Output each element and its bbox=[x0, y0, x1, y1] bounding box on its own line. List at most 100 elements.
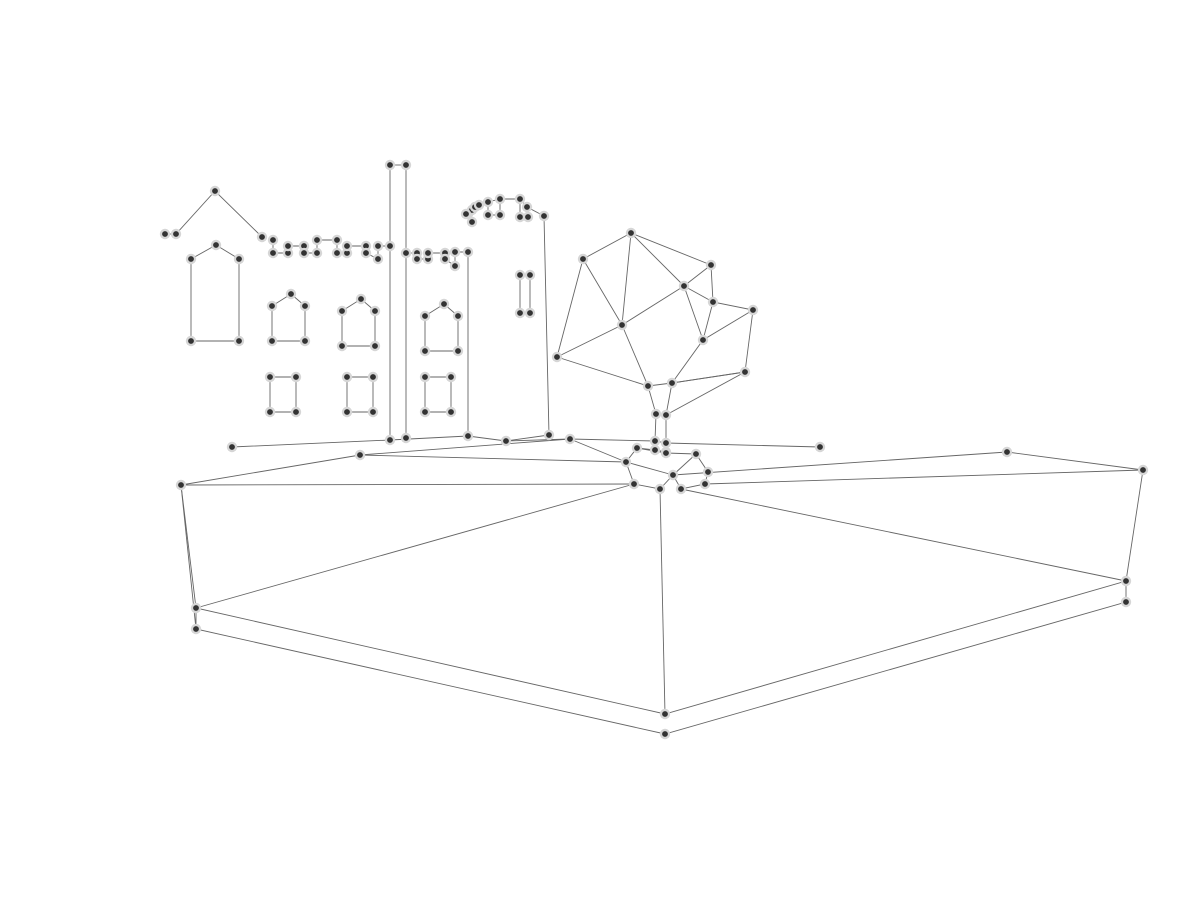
graph-node bbox=[620, 456, 632, 468]
graph-node bbox=[642, 380, 654, 392]
graph-node bbox=[482, 209, 494, 221]
graph-node bbox=[521, 201, 533, 213]
graph-node bbox=[384, 434, 396, 446]
graph-node bbox=[331, 234, 343, 246]
graph-node bbox=[170, 228, 182, 240]
graph-node bbox=[445, 371, 457, 383]
graph-edge bbox=[269, 376, 297, 413]
graph-node bbox=[299, 300, 311, 312]
graph-node bbox=[267, 247, 279, 259]
graph-node bbox=[311, 247, 323, 259]
graph-node bbox=[256, 231, 268, 243]
graph-node bbox=[422, 247, 434, 259]
graph-node bbox=[298, 247, 310, 259]
graph-node bbox=[628, 478, 640, 490]
graph-node bbox=[185, 253, 197, 265]
graph-node bbox=[1120, 596, 1132, 608]
graph-edge bbox=[424, 303, 459, 352]
graph-node bbox=[524, 307, 536, 319]
graph-node bbox=[210, 239, 222, 251]
graph-node bbox=[267, 234, 279, 246]
graph-node bbox=[678, 280, 690, 292]
graph-edge bbox=[180, 483, 635, 486]
graph-nodes bbox=[159, 159, 1149, 740]
graph-node bbox=[524, 269, 536, 281]
graph-node bbox=[159, 228, 171, 240]
graph-edge bbox=[359, 438, 571, 456]
graph-edge bbox=[271, 293, 306, 342]
graph-edge bbox=[424, 376, 452, 413]
graph-edge bbox=[625, 461, 674, 476]
graph-node bbox=[551, 351, 563, 363]
graph-node bbox=[400, 432, 412, 444]
graph-node bbox=[311, 234, 323, 246]
graph-edge bbox=[630, 232, 712, 287]
graph-node bbox=[1137, 464, 1149, 476]
graph-node bbox=[747, 304, 759, 316]
graph-edge bbox=[467, 198, 550, 436]
graph-node bbox=[500, 435, 512, 447]
graph-node bbox=[419, 345, 431, 357]
graph-node bbox=[290, 371, 302, 383]
graph-node bbox=[625, 227, 637, 239]
graph-node bbox=[331, 247, 343, 259]
graph-edge bbox=[519, 274, 531, 314]
graph-edge bbox=[680, 488, 1127, 582]
graph-node bbox=[290, 406, 302, 418]
graph-node bbox=[650, 408, 662, 420]
graph-node bbox=[400, 247, 412, 259]
graph-node bbox=[538, 210, 550, 222]
graph-node bbox=[264, 371, 276, 383]
graph-node bbox=[185, 335, 197, 347]
graph-edge bbox=[346, 376, 374, 413]
graph-node bbox=[1120, 575, 1132, 587]
graph-node bbox=[649, 444, 661, 456]
graph-node bbox=[460, 208, 472, 220]
graph-node bbox=[466, 216, 478, 228]
graph-node bbox=[699, 478, 711, 490]
graph-node bbox=[175, 479, 187, 491]
graph-node bbox=[707, 296, 719, 308]
graph-node bbox=[482, 196, 494, 208]
graph-node bbox=[209, 185, 221, 197]
graph-node bbox=[814, 441, 826, 453]
graph-node bbox=[564, 433, 576, 445]
graph-edge bbox=[190, 244, 240, 342]
graph-node bbox=[384, 159, 396, 171]
graph-node bbox=[462, 430, 474, 442]
graph-node bbox=[438, 298, 450, 310]
graph-node bbox=[336, 305, 348, 317]
graph-node bbox=[354, 449, 366, 461]
graph-edge bbox=[704, 469, 1144, 485]
graph-node bbox=[473, 199, 485, 211]
graph-node bbox=[705, 259, 717, 271]
graph-node bbox=[355, 293, 367, 305]
graph-edge bbox=[341, 298, 376, 347]
graph-node bbox=[449, 260, 461, 272]
graph-node bbox=[226, 441, 238, 453]
graph-node bbox=[654, 483, 666, 495]
graph-node bbox=[659, 728, 671, 740]
graph-node bbox=[285, 288, 297, 300]
graph-node bbox=[649, 435, 661, 447]
graph-node bbox=[341, 240, 353, 252]
graph-node bbox=[341, 371, 353, 383]
graph-node bbox=[449, 246, 461, 258]
graph-node bbox=[702, 466, 714, 478]
graph-node bbox=[233, 335, 245, 347]
graph-node bbox=[367, 371, 379, 383]
graph-node bbox=[514, 307, 526, 319]
graph-edge bbox=[665, 371, 746, 416]
graph-edge bbox=[671, 371, 746, 384]
graph-node bbox=[1001, 446, 1013, 458]
graph-node bbox=[369, 340, 381, 352]
graph-node bbox=[266, 300, 278, 312]
graph-node bbox=[341, 406, 353, 418]
graph-edge bbox=[1006, 451, 1144, 471]
graph-node bbox=[660, 437, 672, 449]
graph-node bbox=[675, 483, 687, 495]
graph-node bbox=[452, 310, 464, 322]
graph-edge bbox=[582, 232, 632, 327]
graph-edge bbox=[672, 451, 1008, 476]
